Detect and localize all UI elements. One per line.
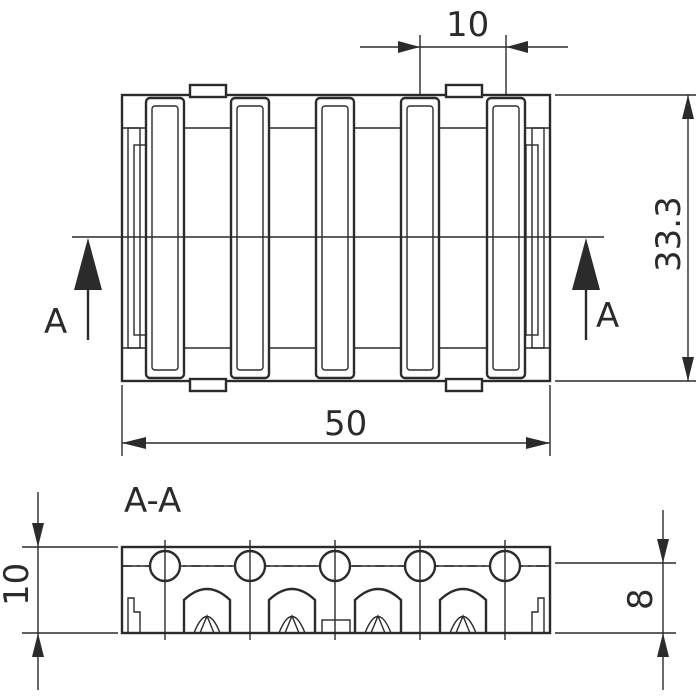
section-hole-centerlines xyxy=(164,540,506,640)
top-view: A A xyxy=(44,83,619,393)
top-tab-right xyxy=(444,83,484,99)
section-contact-2 xyxy=(267,587,317,634)
section-arrow-right-head xyxy=(572,238,600,290)
right-rail xyxy=(531,127,545,349)
contact-slot-2 xyxy=(229,96,271,380)
side-height-dimension-label: 10 xyxy=(0,563,37,606)
top-view-outline xyxy=(120,93,552,383)
section-bottom-notch xyxy=(321,619,351,634)
section-contact-3 xyxy=(353,587,403,634)
section-end-right xyxy=(531,597,545,633)
contact-slot-3 xyxy=(314,96,356,380)
section-title: A-A xyxy=(124,481,181,521)
section-contact-1 xyxy=(182,587,232,634)
section-view xyxy=(120,540,552,640)
width-dimension-label: 50 xyxy=(324,404,367,444)
top-tab-left xyxy=(188,83,228,99)
slot-depth-dimension: 8 xyxy=(555,510,676,690)
contact-slot-4 xyxy=(399,96,441,380)
section-marker-right: A xyxy=(596,296,619,336)
contact-slot-1 xyxy=(144,96,186,380)
pitch-dimension-label: 10 xyxy=(446,5,489,45)
height-dimension: 33.3 xyxy=(555,94,696,382)
bottom-tab-right xyxy=(444,377,484,393)
slot-depth-dimension-label: 8 xyxy=(621,588,661,610)
section-marker-left: A xyxy=(44,302,67,342)
contact-slot-5 xyxy=(485,96,527,380)
width-dimension: 50 xyxy=(121,385,551,456)
section-arrow-left-head xyxy=(74,238,102,290)
pitch-dimension: 10 xyxy=(360,5,568,96)
side-height-dimension: 10 xyxy=(0,492,118,690)
left-rail xyxy=(127,127,141,349)
section-end-left xyxy=(127,597,141,633)
height-dimension-label: 33.3 xyxy=(649,196,689,272)
bottom-tab-left xyxy=(188,377,228,393)
section-contact-4 xyxy=(438,587,488,634)
